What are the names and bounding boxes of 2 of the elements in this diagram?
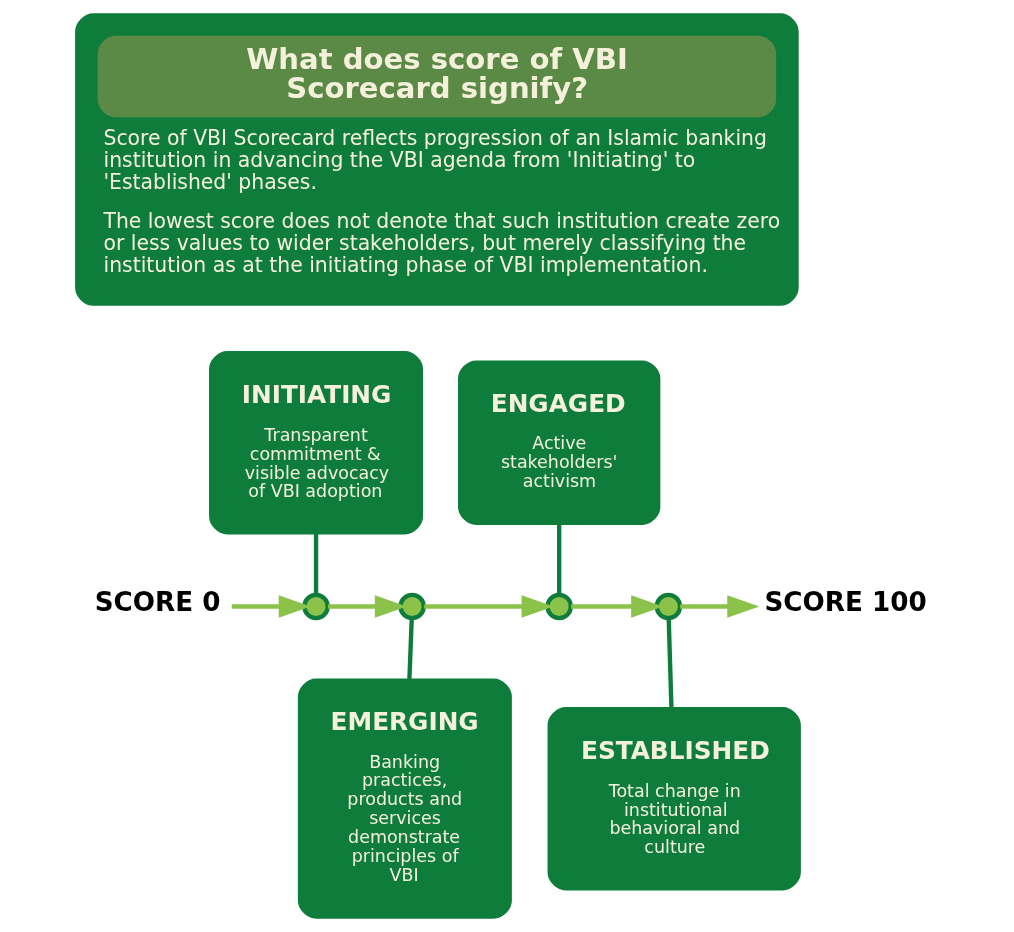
node-text: SCORE 0 bbox=[94, 587, 220, 618]
node-text: SCORE 100 bbox=[763, 587, 927, 618]
